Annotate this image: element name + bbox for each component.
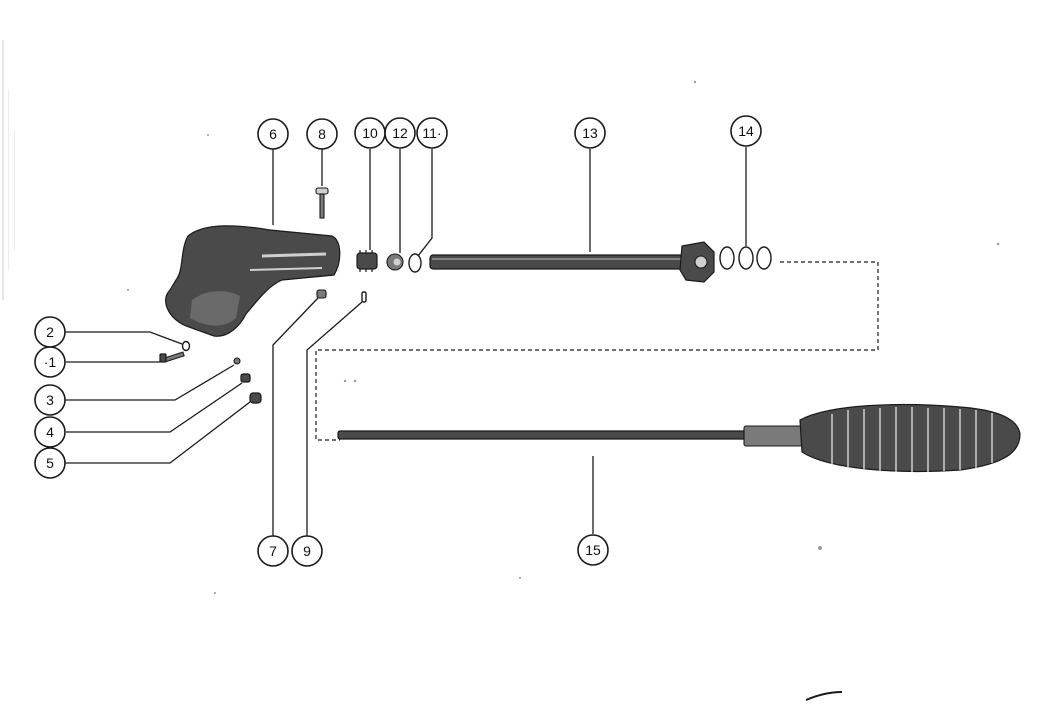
callout-1: ·1 — [34, 346, 66, 378]
assembly-dashed-line — [315, 261, 879, 441]
callout-13-label: 13 — [582, 125, 598, 141]
callout-12: 12 — [384, 117, 416, 149]
callout-13: 13 — [574, 117, 606, 149]
callout-6: 6 — [257, 118, 289, 150]
part-2-washer — [181, 340, 191, 352]
callout-8-label: 8 — [318, 126, 326, 142]
callout-11-label: 11· — [422, 125, 441, 141]
part-13-rod — [429, 241, 715, 283]
callout-5-label: 5 — [46, 455, 54, 471]
callout-3-label: 3 — [46, 392, 54, 408]
part-3-small-part — [233, 357, 241, 365]
callout-7: 7 — [257, 535, 289, 567]
callout-6-label: 6 — [269, 126, 277, 142]
part-7-small-part — [316, 289, 327, 299]
pen-stroke-mark — [805, 691, 843, 701]
part-15-shaft-with-grip — [337, 403, 1021, 473]
part-5-small-nut — [249, 392, 262, 404]
part-8-screw — [315, 187, 329, 219]
callout-15-label: 15 — [585, 542, 601, 558]
callout-4: 4 — [34, 416, 66, 448]
callout-7-label: 7 — [269, 543, 277, 559]
callout-2: 2 — [34, 316, 66, 348]
callout-1-label: ·1 — [44, 354, 57, 370]
part-12-washer — [386, 253, 404, 271]
callout-5: 5 — [34, 447, 66, 479]
callout-15: 15 — [577, 534, 609, 566]
callout-12-label: 12 — [392, 125, 408, 141]
part-11-ring — [408, 253, 422, 273]
part-1-bolt — [159, 351, 185, 363]
callout-4-label: 4 — [46, 424, 54, 440]
part-6-handle-housing — [165, 225, 341, 337]
part-4-small-nut — [240, 373, 251, 383]
callout-11: 11· — [416, 117, 448, 149]
callout-14: 14 — [730, 115, 762, 147]
scan-noise — [2, 40, 1000, 594]
callout-2-label: 2 — [46, 324, 54, 340]
part-9-pin — [361, 291, 367, 303]
part-10-castle-nut — [356, 250, 378, 272]
callout-9: 9 — [291, 535, 323, 567]
callout-8: 8 — [306, 118, 338, 150]
callout-14-label: 14 — [738, 123, 754, 139]
callout-10-label: 10 — [362, 125, 378, 141]
leader-lines — [65, 147, 747, 536]
callout-10: 10 — [354, 117, 386, 149]
callout-9-label: 9 — [303, 543, 311, 559]
part-14-washers — [719, 246, 772, 270]
callout-3: 3 — [34, 384, 66, 416]
